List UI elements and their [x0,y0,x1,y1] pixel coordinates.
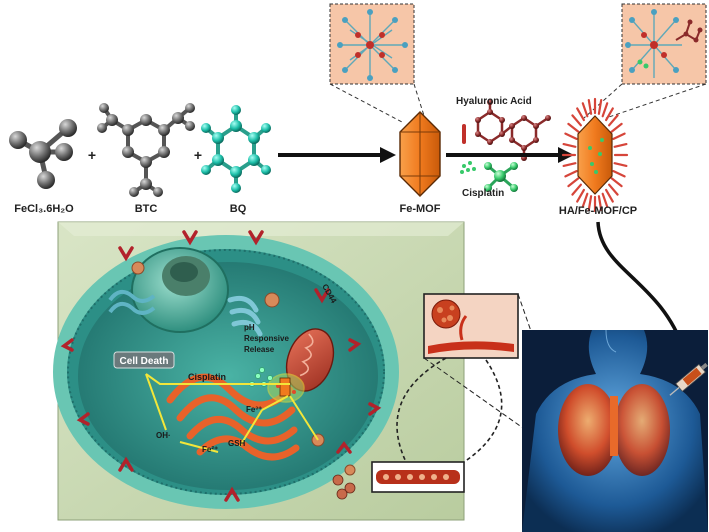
plus-sign-1: + [88,147,96,163]
ha-spike [607,114,619,127]
ha-spike [587,195,593,211]
rough-er-left [108,289,156,315]
ha-spike [576,188,586,203]
plus-sign-2: + [194,147,202,163]
human-body [522,329,708,532]
ha-spike [613,143,628,148]
ha-spike [601,192,609,208]
ha-spike [562,143,577,148]
oh-radical-label: OH· [156,431,171,440]
ha-spike [604,107,614,122]
ha-spike [613,162,628,167]
ha-spike [607,183,619,196]
hyaluronic-acid-label: Hyaluronic Acid [456,96,532,107]
mitochondrion [285,328,335,392]
cd44-receptors [60,230,382,502]
ha-spike [587,98,593,115]
ha-spike [610,122,623,133]
ha-spike [604,188,614,203]
gsh-label: GSH [228,439,246,448]
fecl3-label: FeCl₃.6H₂O [14,203,74,215]
ha-spike [571,114,583,127]
fe-mof-label: Fe-MOF [400,203,441,215]
nucleus [131,247,229,333]
ha-spike [576,107,586,122]
ha-fe-mof-cp-particle [561,97,629,213]
capillary-inset [371,461,465,493]
ph-release-line-1: pH [244,323,255,332]
syringe-icon [669,362,708,396]
ha-spike [610,177,623,188]
golgi-apparatus [227,295,263,337]
hyaluronic-acid-molecule [475,99,551,161]
ha-spike [581,192,589,208]
fecl3-molecule [9,119,77,189]
bq-molecule [201,105,271,193]
ha-spike [612,170,626,178]
btc-label: BTC [135,203,158,215]
cell-cisplatin-label: Cisplatin [188,372,226,382]
cell-death-tag: Cell Death [113,351,175,369]
ha-spike [567,122,580,133]
fe3-label: Fe³⁺ [246,405,262,414]
bq-label: BQ [230,203,247,215]
ha-spike [564,170,578,178]
mechanism-connectors [145,373,319,453]
mof-zoom-inset [329,3,415,85]
ha-spike [562,162,577,167]
fe-mof-crystal [399,111,441,197]
ha-spike [601,102,609,118]
ph-release-line-2: Responsive [244,334,289,343]
ha-spike [564,132,578,140]
product-zoom-inset [621,3,707,85]
cisplatin-molecule [484,162,518,192]
ha-rod-icon [462,124,466,144]
btc-molecule [97,103,195,197]
ha-spike [612,132,626,140]
cell-death-label: Cell Death [120,356,169,367]
arrow-to-product [446,147,574,163]
tumor-vessel-inset [423,293,519,359]
ha-spike [581,102,589,118]
ha-spike [571,183,583,196]
ha-spike [597,195,603,211]
external-particles [332,474,356,500]
cisplatin-label: Cisplatin [462,188,504,199]
product-label: HA/Fe-MOF/CP [559,205,637,217]
fe2-label: Fe²⁺ [202,445,218,454]
ha-spike [597,98,603,115]
arrow-to-mof [278,147,396,163]
ha-spike [567,177,580,188]
ph-release-line-3: Release [244,345,275,354]
cisplatin-dots-icon [460,161,476,174]
